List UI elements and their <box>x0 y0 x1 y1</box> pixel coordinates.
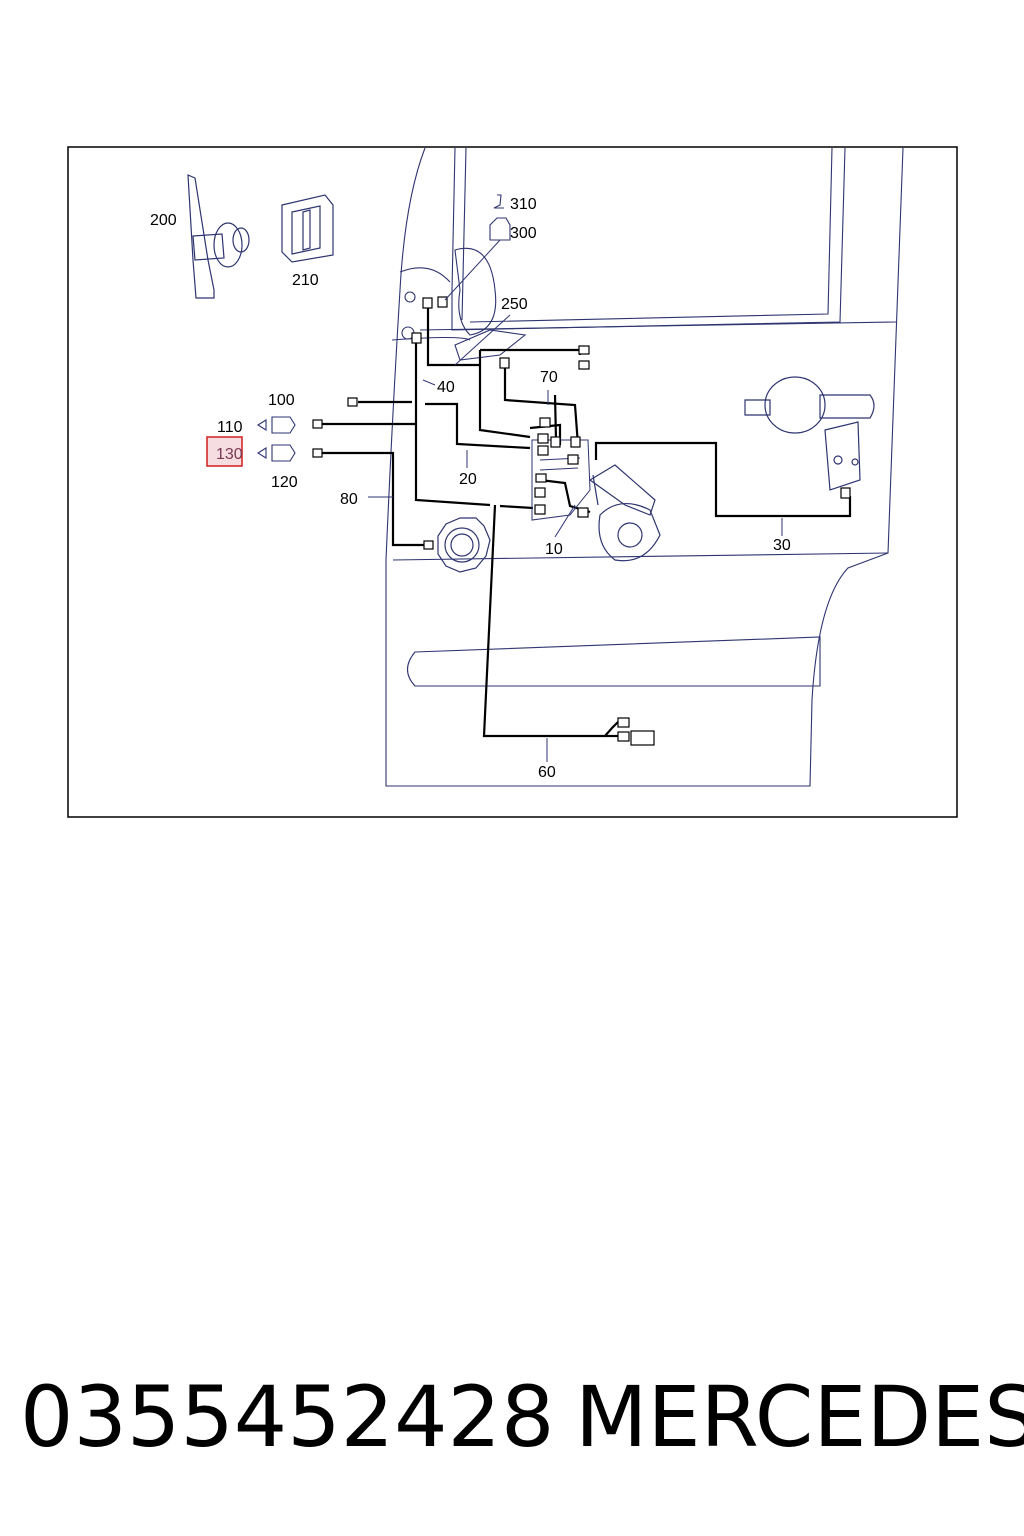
callout-40: 40 <box>437 379 455 396</box>
harness-30 <box>594 441 852 518</box>
footer: 0355452428 MERCEDES <box>0 1362 1024 1472</box>
callout-80: 80 <box>340 491 358 508</box>
callout-110: 110 <box>217 419 243 436</box>
callout-210: 210 <box>292 272 319 289</box>
callout-130: 130 <box>216 446 243 463</box>
wiring-harness <box>322 305 852 738</box>
callout-60: 60 <box>538 764 556 781</box>
callout-100: 100 <box>268 392 295 409</box>
callout-70: 70 <box>540 369 558 386</box>
callout-20: 20 <box>459 471 477 488</box>
callout-300: 300 <box>510 225 537 242</box>
part-number: 0355452428 <box>20 1368 555 1466</box>
window-motor <box>588 464 661 562</box>
diagram-frame <box>67 146 958 818</box>
highlight-box-130 <box>206 436 243 467</box>
callout-200: 200 <box>150 212 177 229</box>
harness-80 <box>322 451 425 547</box>
bulb-socket-icons <box>489 194 511 241</box>
harness-40 <box>414 333 491 507</box>
callout-30: 30 <box>773 537 791 554</box>
harness-20 <box>425 402 531 450</box>
brand-name: MERCEDES <box>575 1368 1024 1466</box>
speaker <box>437 517 491 573</box>
harness-250-branch <box>426 305 480 367</box>
connector-boxes <box>312 296 851 746</box>
clip-200-part <box>187 174 250 299</box>
connector-icons <box>256 416 296 462</box>
callout-120: 120 <box>271 474 298 491</box>
door-body-outline <box>385 147 904 787</box>
lock-actuator <box>744 376 875 491</box>
leader-lines <box>368 239 783 762</box>
callout-310: 310 <box>510 196 537 213</box>
clip-210-part <box>281 194 334 263</box>
callout-250: 250 <box>501 296 528 313</box>
callout-10: 10 <box>545 541 563 558</box>
